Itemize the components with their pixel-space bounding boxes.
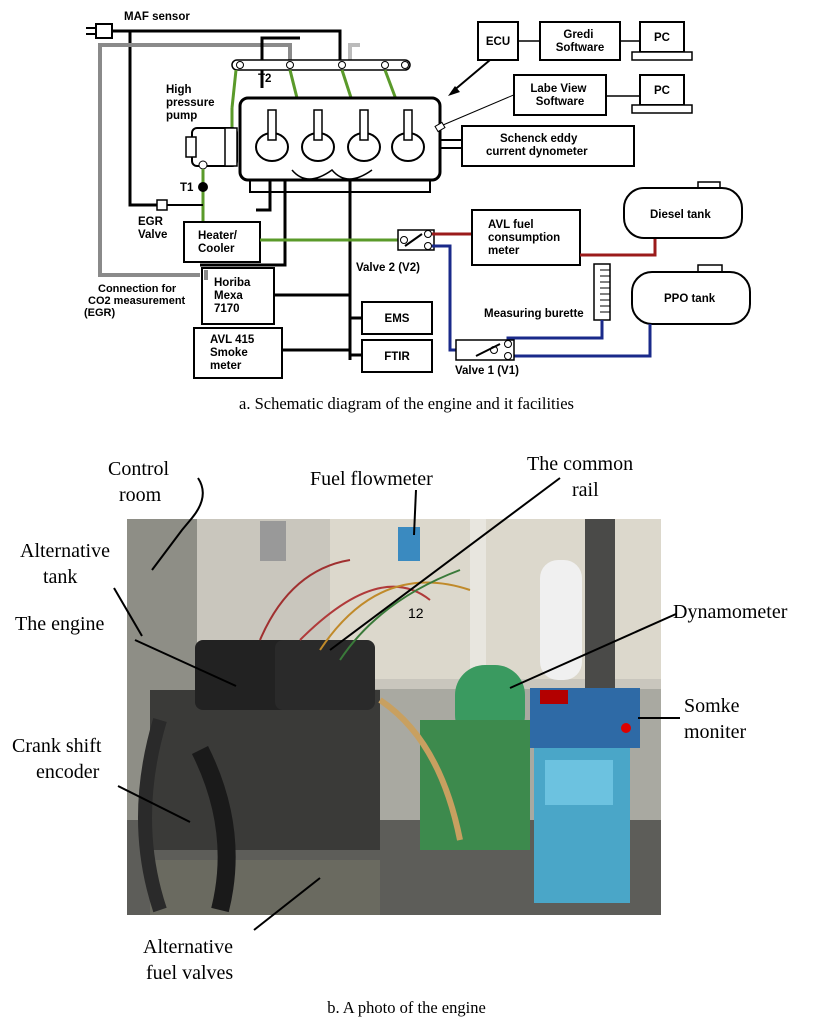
- crank-shaft-encoder-label: Crank shift encoder: [12, 735, 106, 783]
- engine-photo-panel: 12 Control room Fuel flowmeter The commo…: [0, 440, 813, 1021]
- labview-software-label: Labe View Software: [530, 83, 589, 108]
- pc-mid-label: PC: [654, 85, 670, 97]
- maf-sensor-plug-icon: [86, 24, 112, 38]
- the-engine-label: The engine: [15, 613, 105, 635]
- t1-sensor-icon: [198, 182, 208, 192]
- valve-2-label: Valve 2 (V2): [356, 262, 420, 274]
- schematic-caption: a. Schematic diagram of the engine and i…: [0, 394, 813, 414]
- alternative-tank-label: Alternative tank: [20, 540, 115, 588]
- engine-schematic-diagram: MAF sensor T2 High pressure pump: [0, 0, 813, 420]
- measuring-burette-label: Measuring burette: [484, 308, 584, 320]
- high-pressure-pump: [186, 128, 237, 169]
- gredi-software-box: [540, 22, 620, 60]
- in-photo-number: 12: [408, 605, 424, 621]
- schenck-dynamometer-label: Schenck eddy current dynometer: [486, 133, 588, 158]
- maf-sensor-label: MAF sensor: [124, 11, 190, 23]
- photo-caption: b. A photo of the engine: [0, 998, 813, 1018]
- engine-block: [240, 98, 440, 192]
- t2-label: T2: [258, 73, 271, 85]
- common-rail-label: The common rail: [527, 453, 638, 501]
- dynamometer-label: Dynamometer: [673, 601, 788, 623]
- diesel-tank-label: Diesel tank: [650, 209, 711, 221]
- labview-software-box: [514, 75, 606, 115]
- egr-valve-icon: [157, 200, 167, 210]
- measuring-burette: [594, 264, 610, 320]
- valve-2: [398, 230, 434, 250]
- pc-top-label: PC: [654, 32, 670, 44]
- t1-label: T1: [180, 182, 194, 194]
- ems-label: EMS: [385, 313, 410, 325]
- common-rail: [232, 60, 410, 70]
- ftir-label: FTIR: [384, 351, 410, 363]
- ppo-tank-label: PPO tank: [664, 293, 716, 305]
- ecu-label: ECU: [486, 36, 510, 48]
- smoke-monitor-label: Somke moniter: [684, 695, 747, 743]
- engine-photo: [127, 519, 661, 915]
- heater-cooler-box: [184, 222, 260, 262]
- connection-co2-label: Connection for CO2 measurement (EGR): [84, 283, 188, 319]
- valve-1: [456, 340, 514, 360]
- high-pressure-pump-label: High pressure pump: [166, 84, 218, 122]
- fuel-flowmeter-label: Fuel flowmeter: [310, 468, 433, 490]
- control-room-label: Control room: [108, 458, 174, 506]
- alternative-fuel-valves-label: Alternative fuel valves: [143, 936, 238, 984]
- valve-1-label: Valve 1 (V1): [455, 365, 519, 377]
- heater-cooler-label: Heater/ Cooler: [198, 230, 240, 255]
- egr-valve-label: EGR Valve: [138, 216, 167, 241]
